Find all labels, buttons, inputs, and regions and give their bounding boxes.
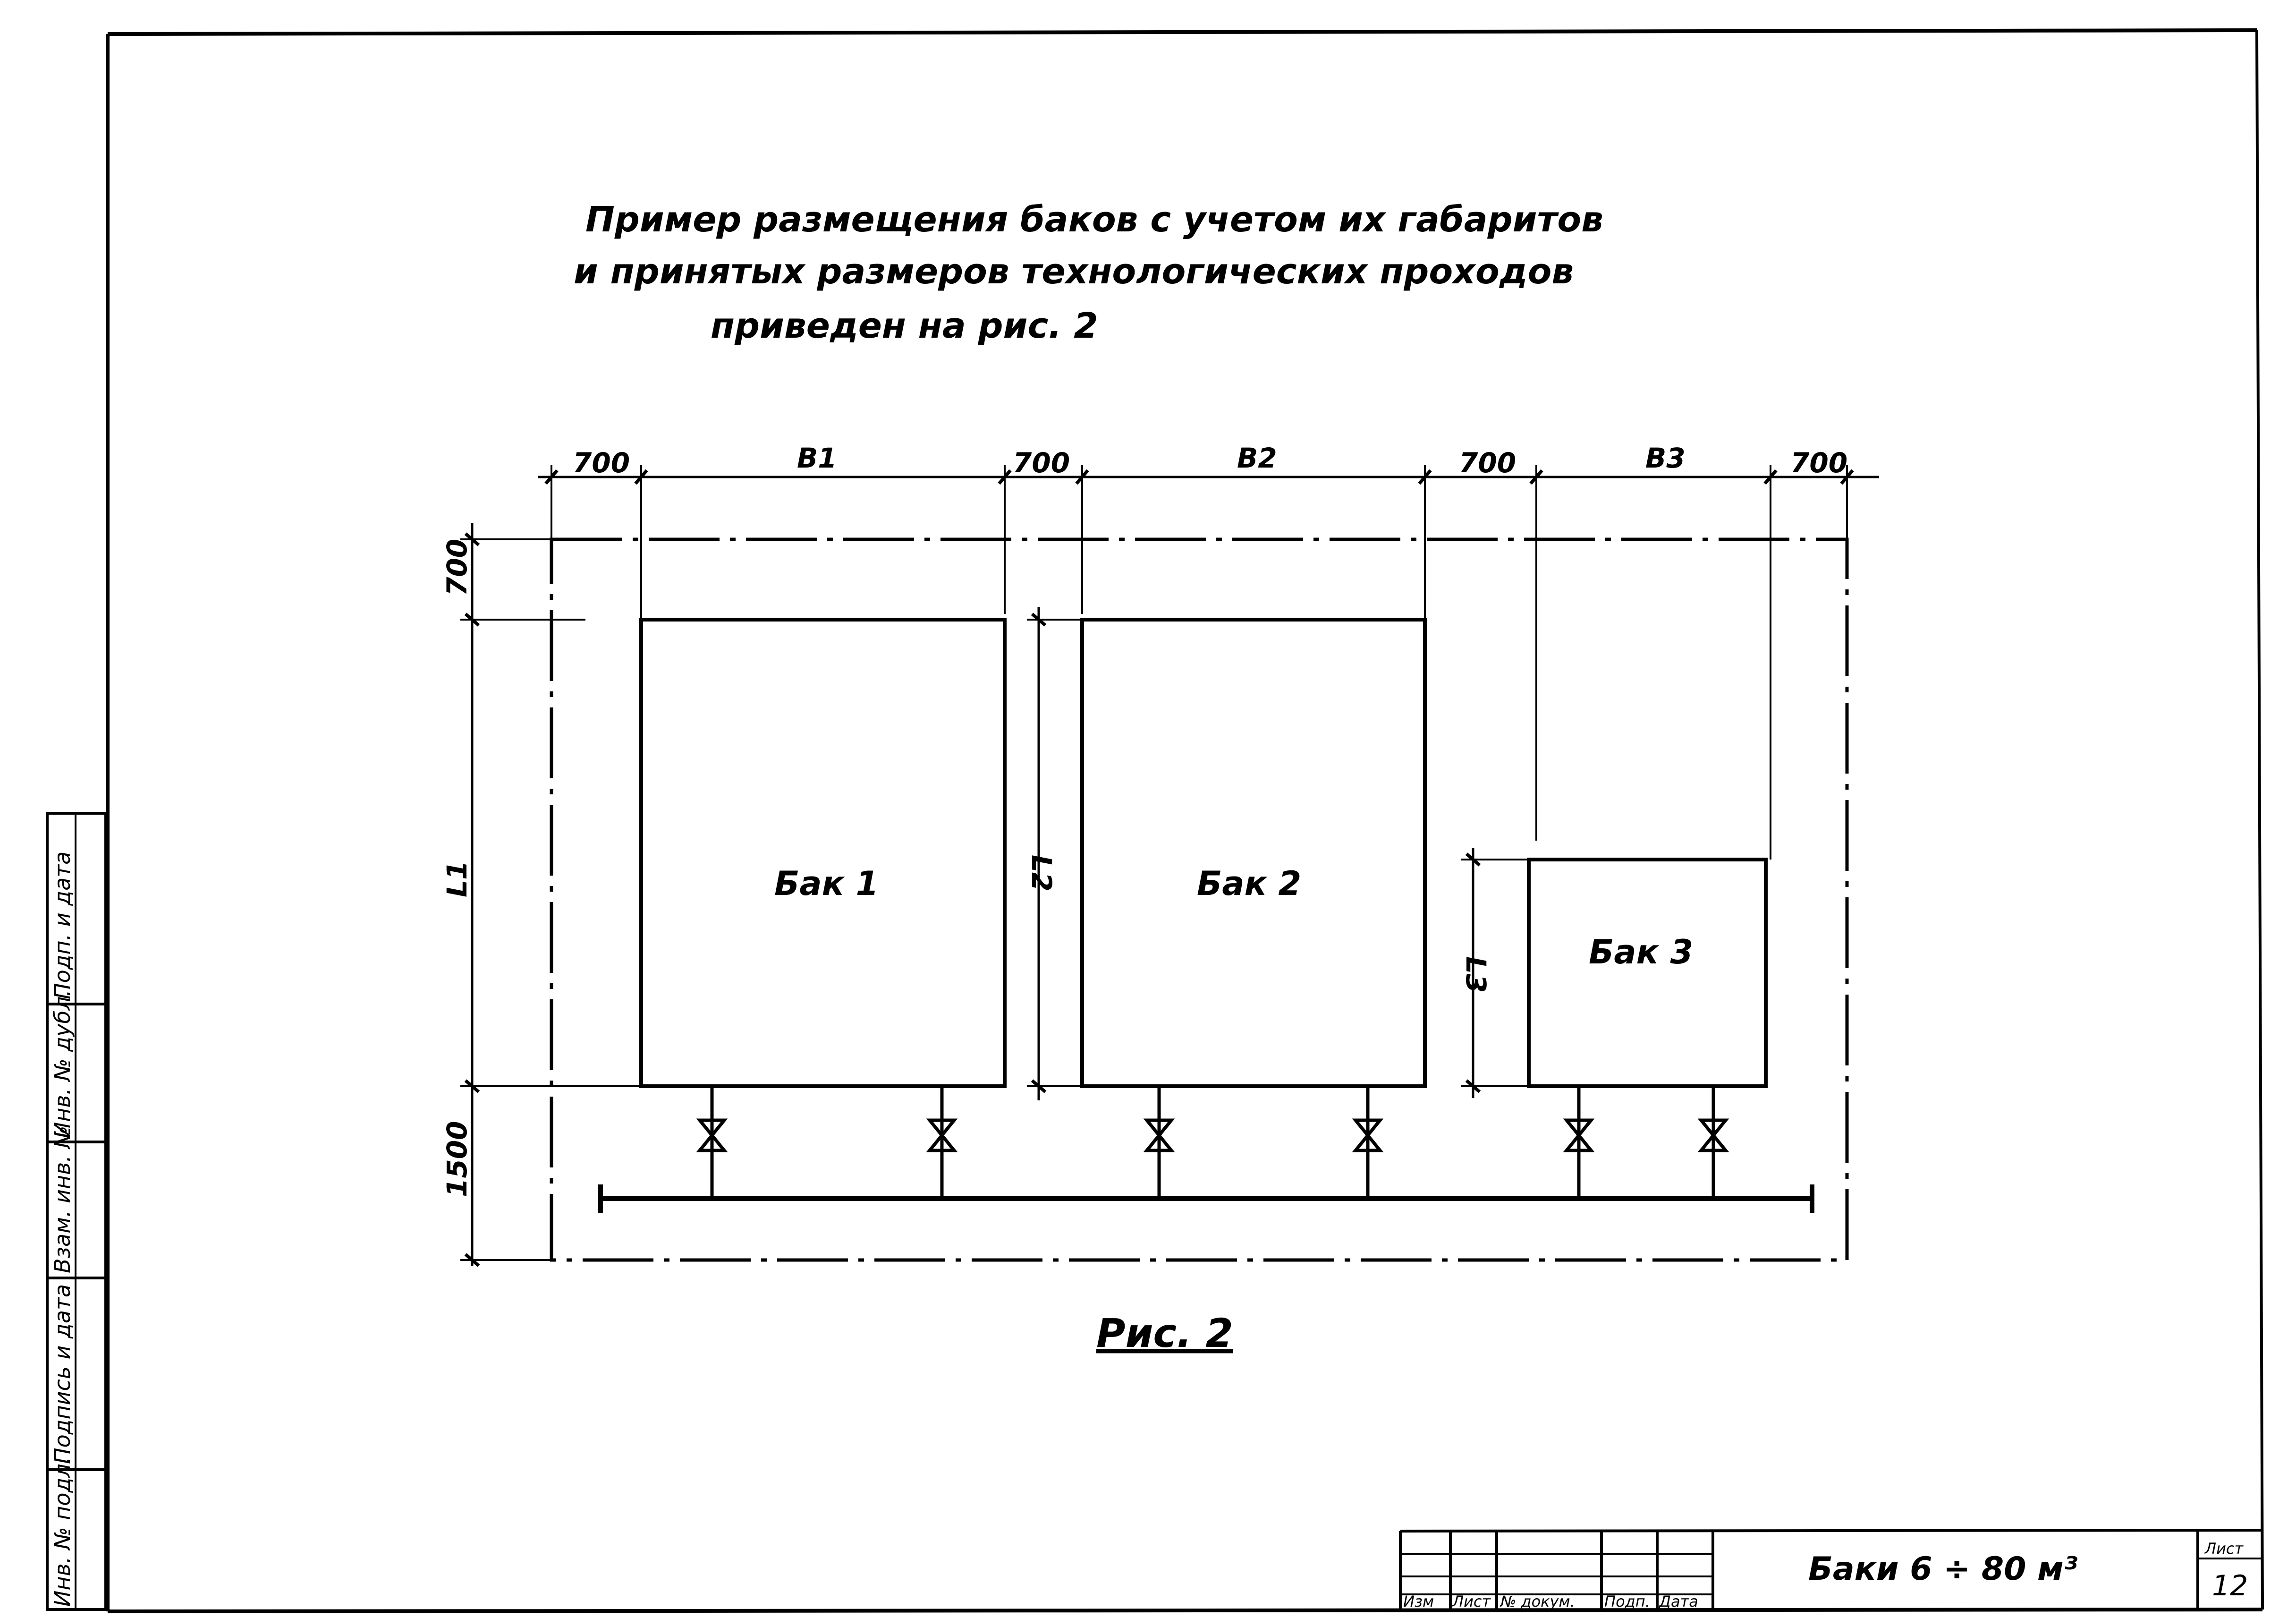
sheet-number: 12 [2212,1569,2248,1602]
dim-l3: L3 [1460,956,1492,993]
tank-1-label: Бак 1 [774,864,879,903]
tb-col-data: Дата [1658,1592,1698,1610]
dim-b1: B1 [797,442,837,474]
tb-col-podp: Подп. [1604,1592,1650,1610]
dim-l3-line: L3 [1460,848,1529,1098]
dim-700-top: 700 [441,539,473,596]
tank-3 [1527,858,1768,1088]
dim-l1: L1 [441,861,473,897]
valve-4 [1352,1086,1384,1199]
valve-3 [1143,1086,1175,1199]
title-line-3: приведен на рис. 2 [711,306,1098,346]
stamp-inv-dubl: Инв. № дубл. [50,989,75,1138]
dim-l2-line: L2 [1025,607,1082,1100]
dim-700-right: 700 [1790,447,1847,479]
sheet-frame [106,28,2264,1613]
dim-700-mid2: 700 [1459,447,1516,479]
title-line-2: и принятых размеров технологических прох… [574,251,1574,292]
dim-700-mid1: 700 [1013,447,1070,479]
tank-3-label: Бак 3 [1589,933,1693,971]
dim-b2: B2 [1237,442,1277,474]
dim-l2: L2 [1025,855,1058,891]
valve-6 [1697,1086,1729,1199]
stamp-podpis-data: Подпись и дата [50,1284,75,1464]
dim-700-left: 700 [573,447,630,479]
header-pipe [598,1184,1814,1213]
valve-1 [696,1086,728,1199]
tank-1 [639,618,1007,1088]
dim-b3: B3 [1645,442,1686,474]
room-outline [550,537,1849,1262]
top-dimension-chain: 700 B1 700 B2 700 B3 700 [538,442,1879,860]
tb-col-list: Лист [1452,1592,1491,1610]
valve-2 [926,1086,958,1199]
stamp-podp-data: Подп. и дата [50,852,75,999]
valve-outlets [696,1086,1729,1199]
tank-2 [1080,618,1427,1088]
left-dimension-chain: 700 L1 1500 [441,523,641,1267]
tb-col-izm: Изм [1403,1592,1434,1610]
valve-5 [1563,1086,1595,1199]
tb-col-ndok: № докум. [1500,1592,1575,1610]
document-name: Баки 6 ÷ 80 м³ [1808,1550,2078,1588]
tank-2-label: Бак 2 [1197,864,1301,903]
figure-caption: Рис. 2 [1096,1310,1233,1356]
margin-stamp: Инв. № подл. Подпись и дата Взам. инв. №… [46,812,107,1611]
sheet-label: Лист [2204,1540,2244,1558]
stamp-inv-podl: Инв. № подл. [50,1457,75,1607]
title-line-1: Пример размещения баков с учетом их габа… [585,199,1603,240]
stamp-vzam-inv: Взам. инв. № [50,1126,75,1273]
title-block: Изм Лист № докум. Подп. Дата Баки 6 ÷ 80… [1399,1529,2263,1610]
dim-1500: 1500 [441,1121,473,1197]
